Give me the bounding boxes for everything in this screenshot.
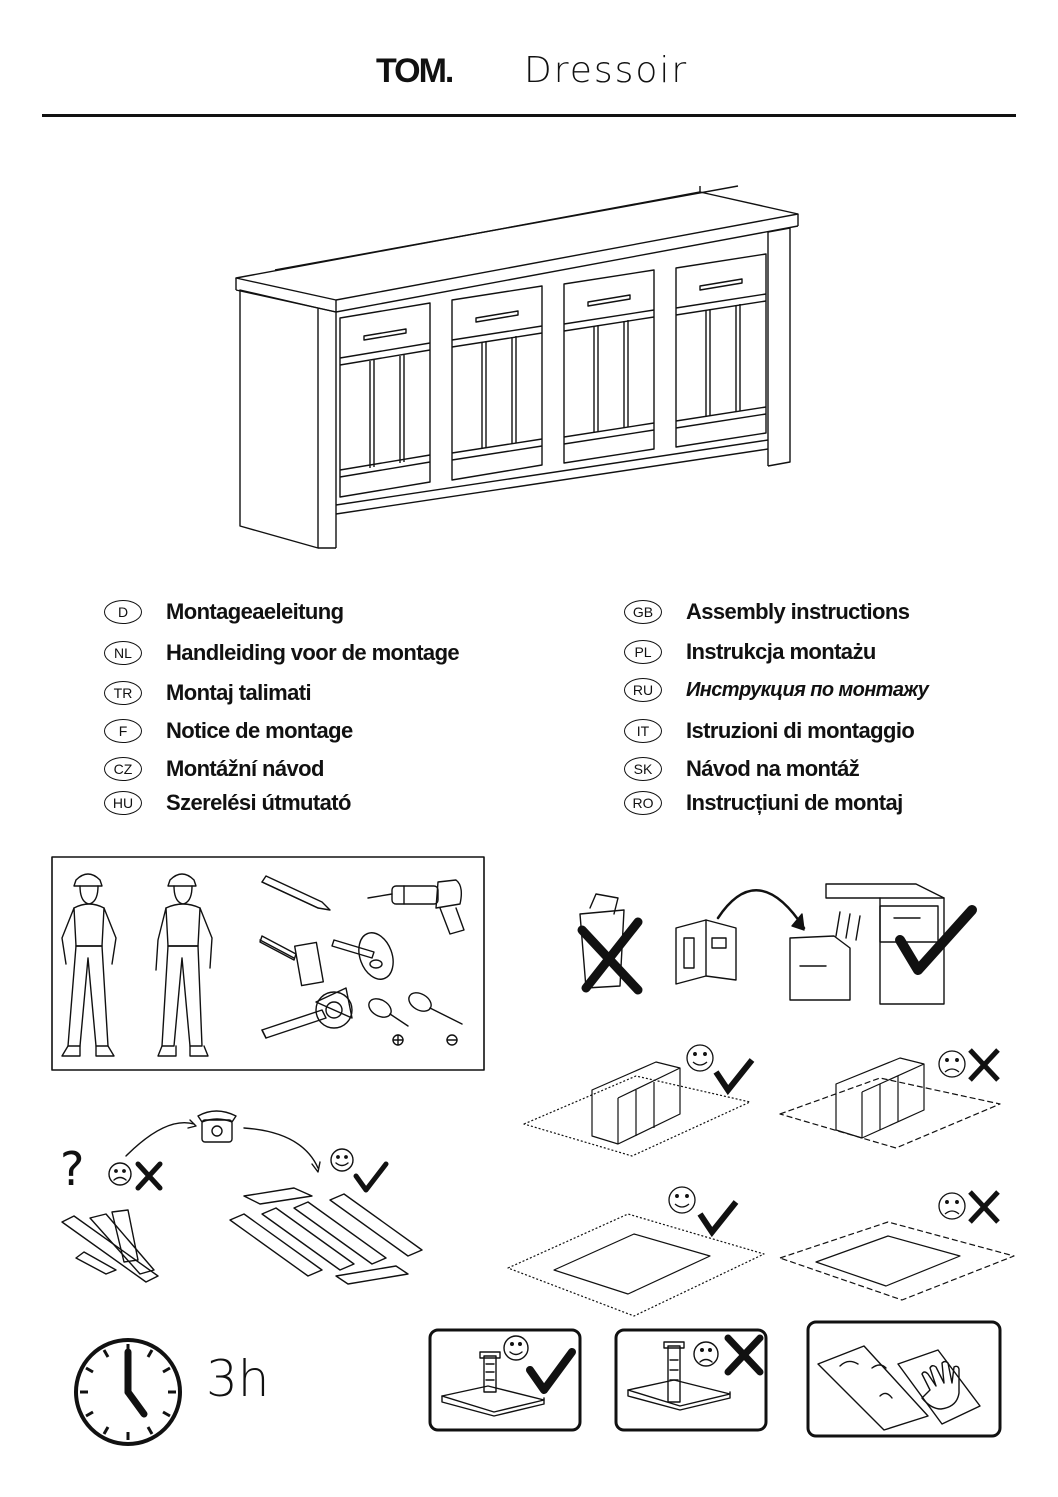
brand-logo: TOM. <box>376 52 454 90</box>
language-label: Návod na montáž <box>686 756 860 781</box>
check-icon <box>895 905 977 975</box>
language-item-tr: TR Montaj talimati <box>104 678 312 708</box>
language-code-badge: D <box>104 600 142 624</box>
language-item-f: F Notice de montage <box>104 716 353 746</box>
language-item-ru: RU Инструкция по монтажу <box>624 675 929 705</box>
cross-icon <box>135 1161 163 1191</box>
smiley-sad-icon <box>938 1192 966 1220</box>
check-icon <box>526 1348 576 1394</box>
cross-icon <box>724 1334 764 1376</box>
language-code-badge: RU <box>624 678 662 702</box>
language-label: Montaj talimati <box>166 680 312 705</box>
assembly-duration: 3h <box>206 1350 270 1408</box>
filing-cabinet-icon <box>789 883 945 1005</box>
language-item-d: D Montageaeleitung <box>104 597 344 627</box>
gloves-icon <box>921 1360 960 1410</box>
language-item-sk: SK Návod na montáž <box>624 754 860 784</box>
language-item-gb: GB Assembly instructions <box>624 597 910 627</box>
cross-icon <box>577 917 643 995</box>
question-mark: ? <box>60 1142 85 1196</box>
smiley-sad-icon <box>108 1162 132 1186</box>
language-label: Инструкция по монтажу <box>686 678 929 701</box>
smiley-happy-icon <box>503 1335 529 1361</box>
worker-icon <box>61 873 117 1057</box>
mallet-icon <box>331 932 394 980</box>
language-code-badge: SK <box>624 757 662 781</box>
language-label: Montážní návod <box>166 756 324 781</box>
language-item-pl: PL Instrukcja montażu <box>624 637 876 667</box>
language-label: Assembly instructions <box>686 599 910 624</box>
language-code-badge: PL <box>624 640 662 664</box>
check-icon <box>697 1200 739 1238</box>
language-code-badge: TR <box>104 681 142 705</box>
sideboard-illustration <box>235 185 799 549</box>
header-rule <box>42 114 1016 117</box>
language-item-hu: HU Szerelési útmutató <box>104 788 351 818</box>
smiley-happy-icon <box>686 1044 714 1072</box>
language-code-badge: HU <box>104 791 142 815</box>
check-icon <box>353 1161 389 1193</box>
language-item-ro: RO Instrucțiuni de montaj <box>624 788 903 818</box>
language-label: Notice de montage <box>166 718 353 743</box>
page-header: TOM. Dressoir <box>0 0 1058 120</box>
telephone-icon <box>197 1110 237 1143</box>
smiley-happy-icon <box>330 1148 354 1172</box>
language-item-it: IT Istruzioni di montaggio <box>624 716 915 746</box>
language-label: Szerelési útmutató <box>166 790 351 815</box>
smiley-sad-icon <box>693 1341 719 1367</box>
pencil-icon <box>261 875 331 911</box>
worker-icon <box>155 873 213 1057</box>
language-label: Instrucțiuni de montaj <box>686 790 903 815</box>
hammer-icon <box>259 935 325 987</box>
language-item-nl: NL Handleiding voor de montage <box>104 638 460 668</box>
tape-measure-icon <box>261 987 353 1039</box>
smiley-sad-icon <box>938 1050 966 1078</box>
language-label: Instrukcja montażu <box>686 639 876 664</box>
language-item-cz: CZ Montážní návod <box>104 754 324 784</box>
language-label: Istruzioni di montaggio <box>686 718 915 743</box>
cross-icon <box>968 1190 1000 1224</box>
check-icon <box>713 1058 755 1096</box>
product-name: Dressoir <box>524 50 689 91</box>
language-code-badge: RO <box>624 791 662 815</box>
drill-icon <box>367 879 465 935</box>
language-code-badge: IT <box>624 719 662 743</box>
screwdriver-icon <box>408 992 463 1046</box>
language-code-badge: NL <box>104 641 142 665</box>
manual-icon <box>675 919 737 985</box>
trash-bin-icon <box>579 893 625 989</box>
language-label: Montageaeleitung <box>166 599 344 624</box>
screwdriver-icon <box>368 998 409 1046</box>
language-label: Handleiding voor de montage <box>166 640 460 665</box>
smiley-happy-icon <box>668 1186 696 1214</box>
cross-icon <box>968 1048 1000 1082</box>
language-code-badge: GB <box>624 600 662 624</box>
language-code-badge: F <box>104 719 142 743</box>
language-code-badge: CZ <box>104 757 142 781</box>
